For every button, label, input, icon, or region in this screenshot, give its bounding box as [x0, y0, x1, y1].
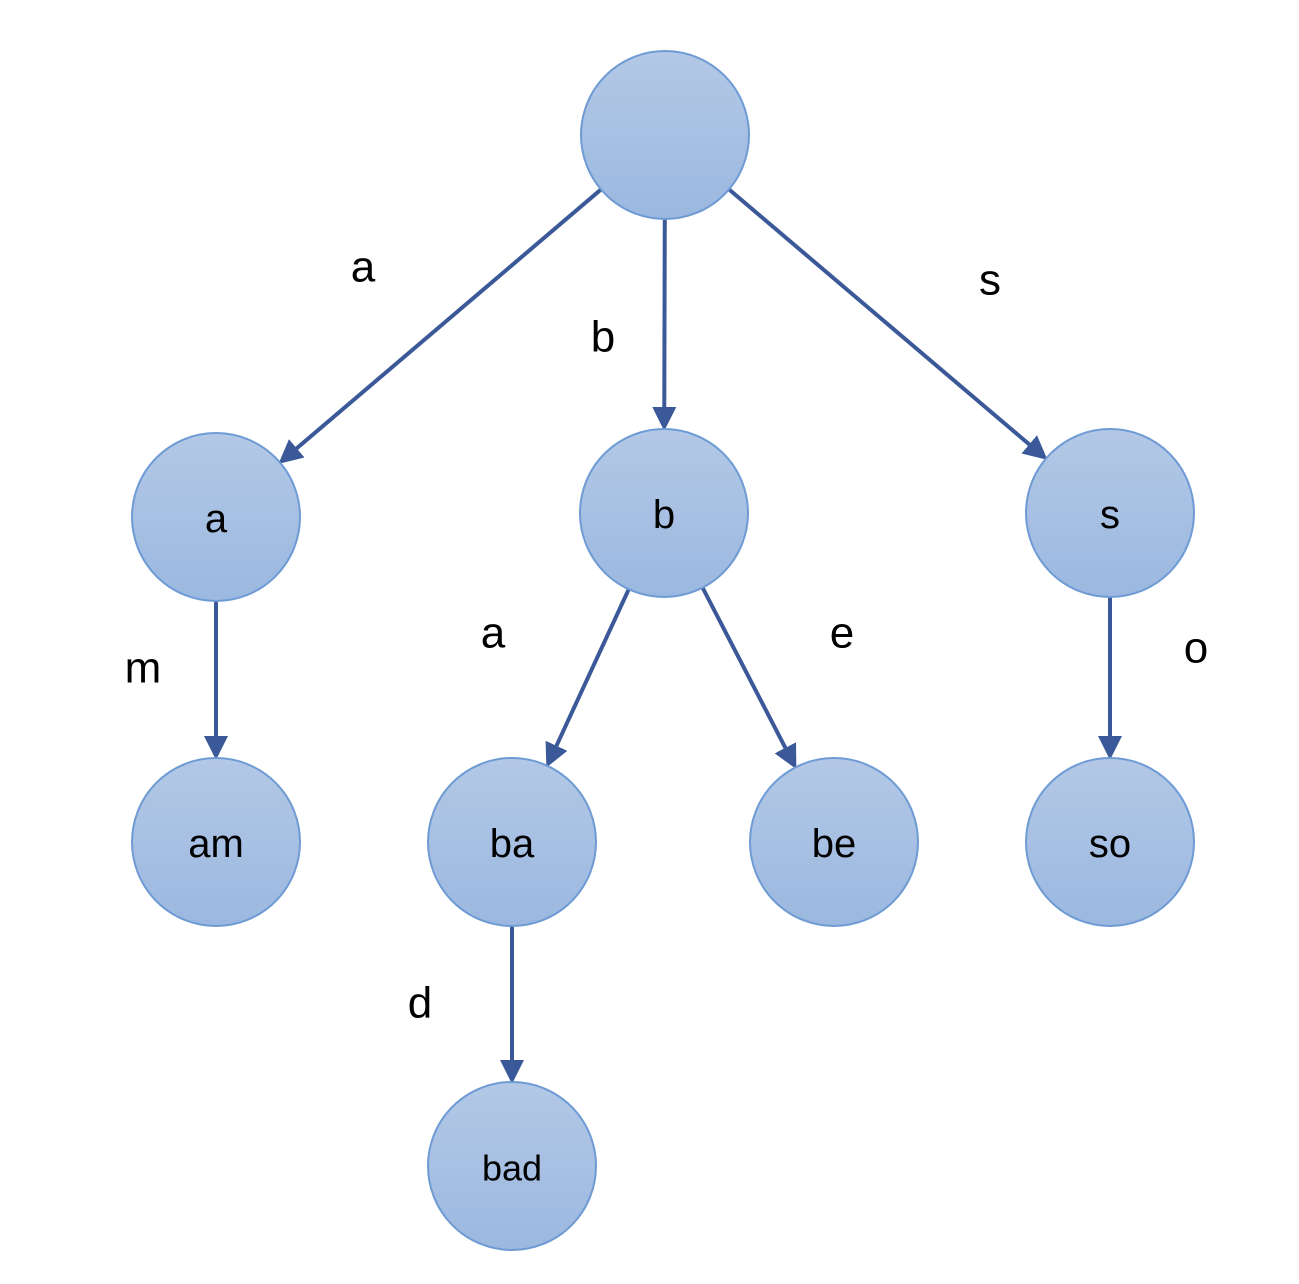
node-label: ba: [490, 822, 535, 866]
node-label: so: [1089, 822, 1131, 866]
edge-label: e: [830, 609, 854, 658]
edge-root-s: [727, 187, 1048, 460]
node-circle: [427, 757, 597, 927]
node-label: bad: [482, 1148, 542, 1189]
edge-b-be: [700, 586, 797, 770]
node-label: be: [812, 822, 857, 866]
node-circle: [749, 757, 919, 927]
edge-label: b: [591, 313, 615, 362]
edge-root-a: [278, 187, 603, 464]
node-label: s: [1100, 493, 1120, 537]
node-ba: ba: [427, 757, 597, 927]
node-bad: bad: [427, 1081, 597, 1251]
edge-label: a: [481, 609, 506, 658]
edge-label: d: [408, 979, 432, 1028]
node-s: s: [1025, 428, 1195, 598]
node-circle: [1025, 757, 1195, 927]
edge-label: m: [125, 644, 162, 693]
node-circle: [131, 757, 301, 927]
node-root: [580, 50, 750, 220]
node-circle: [580, 50, 750, 220]
edge-label: o: [1184, 624, 1208, 673]
edge-label: s: [979, 256, 1001, 305]
node-a: a: [131, 432, 301, 602]
edge-b-ba: [545, 588, 631, 768]
edge-label: a: [351, 243, 376, 292]
node-label: am: [188, 822, 244, 866]
node-label: b: [653, 493, 675, 537]
edge-root-b: [652, 218, 677, 432]
node-circle: [131, 432, 301, 602]
node-am: am: [131, 757, 301, 927]
node-label: a: [205, 497, 228, 541]
node-b: b: [579, 428, 749, 598]
node-circle: [1025, 428, 1195, 598]
node-circle: [427, 1081, 597, 1251]
node-circle: [579, 428, 749, 598]
node-be: be: [749, 757, 919, 927]
node-so: so: [1025, 757, 1195, 927]
